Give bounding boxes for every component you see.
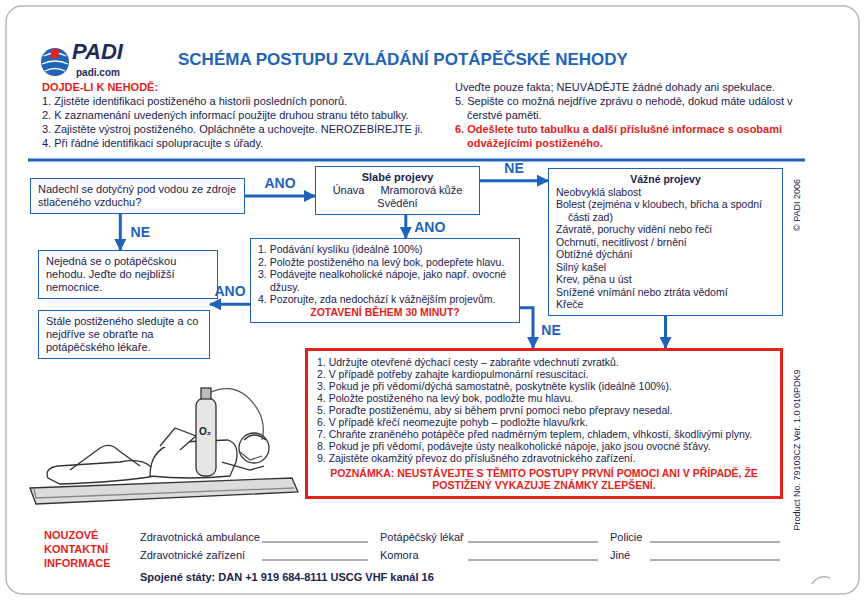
node-text: Stále postiženého sledujte a co nejdříve…	[46, 315, 202, 354]
contact-lines	[262, 542, 780, 560]
copyright: © PADI 2006	[790, 179, 804, 231]
node-text: 4. Položte postiženého na levý bok, podl…	[317, 392, 771, 404]
card-outline	[6, 6, 859, 594]
node-text: Obtížné dýchání	[556, 248, 775, 261]
contact-field: Komora	[380, 548, 419, 562]
node-text: 1. Udržujte otevřené dýchací cesty – zab…	[317, 356, 771, 368]
connector-arrow	[480, 179, 548, 182]
connector-arrow	[119, 214, 122, 250]
instruction: 1. Zjistěte identifikaci postiženého a h…	[42, 94, 442, 108]
contact-note: Spojené státy: DAN +1 919 684-8111 USCG …	[140, 570, 434, 584]
node-text: Únava	[333, 184, 365, 197]
node-text: 3. Podávejte nealkoholické nápoje, jako …	[258, 268, 512, 293]
node-text: 2. Položte postiženého na levý bok, pode…	[258, 256, 512, 269]
contact-field: Potápěčský lékař	[380, 530, 464, 544]
node-text: Silný kašel	[556, 261, 775, 274]
node-text: 5. Poraďte postiženému, aby si během prv…	[317, 404, 771, 416]
tank-label: O₂	[199, 425, 211, 439]
instruction: 5. Sepište co možná nejdříve zprávu o ne…	[455, 94, 812, 122]
contact-field: Zdravotnické zařízení	[140, 548, 245, 562]
card-notch	[812, 577, 830, 584]
section-heading: DOJDE-LI K NEHODĚ:	[42, 80, 158, 94]
node-text: Ochrnutí, necitlivost / brnění	[556, 236, 775, 249]
decision-box: Nadechl se dotyčný pod vodou ze zdroje s…	[30, 178, 245, 214]
first-aid-box: 1. Udržujte otevřené dýchací cesty – zab…	[305, 348, 783, 499]
node-text: 3. Pokud je při vědomí/dýchá samostatně,…	[317, 380, 771, 392]
edge-label: ANO	[214, 283, 245, 299]
node-text: Krev, pěna u úst	[556, 273, 775, 286]
node-text: Bolest (zejména v kloubech, břicha a spo…	[556, 198, 775, 223]
contact-field: Policie	[610, 530, 642, 544]
node-text: Mramorová kůže	[380, 184, 462, 197]
logo-text: PADI	[72, 40, 123, 64]
node-text: Nadechl se dotyčný pod vodou ze zdroje s…	[38, 183, 237, 209]
mild-symptoms-box: Slabé projevyÚnava Mramorová kůžeSvědění	[315, 166, 480, 215]
outcome-box: Nejedná se o potápěčskou nehodu. Jeďte d…	[38, 250, 218, 299]
connector-arrow	[245, 195, 315, 198]
process-box: 1. Podávání kyslíku (ideálně 100%)2. Pol…	[250, 238, 520, 323]
edge-label: NE	[504, 160, 523, 176]
connector-arrow	[210, 303, 250, 306]
contact-field: Zdravotnická ambulance	[140, 530, 260, 544]
node-text: Křeče	[556, 298, 775, 311]
node-text: Vážné projevy	[556, 173, 775, 186]
contact-field: Jiné	[610, 548, 630, 562]
node-text: 4. Pozorujte, zda nedochází k vážnějším …	[258, 293, 512, 306]
header-rule	[28, 159, 805, 162]
instruction: 6. Odešlete tuto tabulku a další přísluš…	[455, 122, 812, 150]
edge-label: ANO	[264, 175, 295, 191]
node-text: 7. Chraňte zraněného potápěče před nadmě…	[317, 428, 771, 440]
patient-illustration	[30, 388, 298, 504]
logo-url: padi.com	[76, 66, 120, 80]
serious-symptoms-box: Vážné projevyNeobvyklá slabostBolest (ze…	[548, 168, 783, 316]
connector-arrow	[520, 308, 533, 348]
node-text: POZNÁMKA: NEUSTÁVEJTE S TĚMITO POSTUPY P…	[317, 467, 771, 491]
instruction: 4. Při řádné identifikaci spolupracujte …	[42, 136, 442, 150]
instruction: 3. Zajistěte výstroj postiženého. Oplách…	[42, 122, 447, 136]
edge-label: ANO	[414, 219, 445, 235]
connector-arrow	[664, 316, 667, 349]
node-text: Nejedná se o potápěčskou nehodu. Jeďte d…	[46, 255, 210, 294]
node-text: 2. V případě potřeby zahajte kardiopulmo…	[317, 368, 771, 380]
node-text: 9. Zajistěte okamžitý převoz do příslušn…	[317, 452, 771, 464]
node-text: Závratě, poruchy vidění nebo řeči	[556, 223, 775, 236]
node-text: 8. Pokud je při vědomí, podávejte ústy n…	[317, 440, 771, 452]
instruction: 2. K zaznamenání uvedených informací pou…	[42, 108, 447, 122]
node-text: Slabé projevy	[323, 171, 472, 184]
padi-logo	[41, 48, 69, 76]
instruction: Uveďte pouze fakta; NEUVÁDĚJTE žádné doh…	[455, 80, 825, 94]
edge-label: NE	[541, 322, 560, 338]
connector-arrow	[404, 215, 407, 238]
node-text: Neobvyklá slabost	[556, 186, 775, 199]
node-text: 6. V případě křečí neomezujte pohyb – po…	[317, 416, 771, 428]
node-text: 1. Podávání kyslíku (ideálně 100%)	[258, 243, 512, 256]
outcome-box: Stále postiženého sledujte a co nejdříve…	[38, 310, 210, 359]
section-heading: NOUZOVÉ KONTAKTNÍ INFORMACE	[44, 528, 124, 570]
node-text: ZOTAVENÍ BĚHEM 30 MINUT?	[258, 306, 512, 319]
title: SCHÉMA POSTUPU ZVLÁDÁNÍ POTÁPĚČSKÉ NEHOD…	[178, 50, 628, 70]
edge-label: NE	[131, 224, 150, 240]
product-number: Product No. 79103CZ Ver. 1.0 010PDK9	[790, 369, 804, 530]
node-text: Snížené vnímání nebo ztráta vědomí	[556, 286, 775, 299]
node-text: Svědění	[323, 197, 472, 210]
